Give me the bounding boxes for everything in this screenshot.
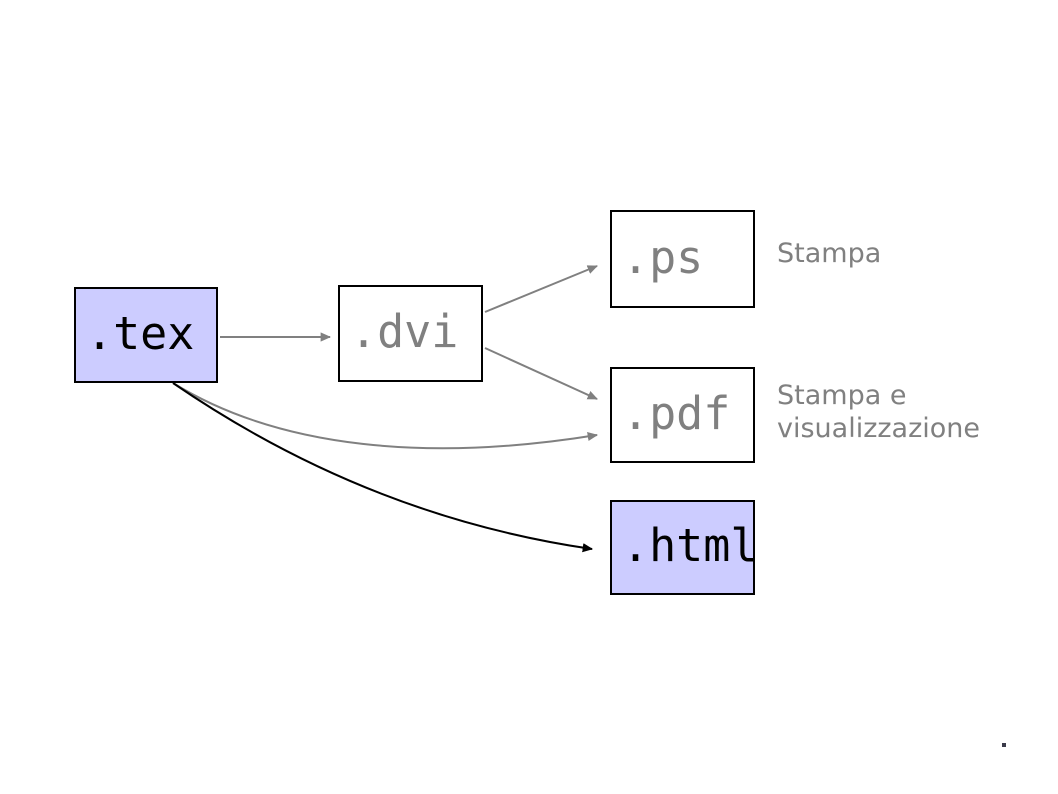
edge-dvi-to-ps [484,265,598,313]
node-html-label: .html [622,519,758,572]
node-tex-label: .tex [86,306,195,360]
node-html[interactable]: .html [610,500,758,595]
edge-dvi-to-pdf [484,347,598,400]
node-tex[interactable]: .tex [74,287,218,383]
annotation-ps: Stampa [777,238,882,269]
node-ps-label: .ps [622,230,704,284]
edge-tex-to-html [172,382,594,553]
node-dvi[interactable]: .dvi [338,285,483,382]
node-ps[interactable]: .ps [610,210,755,308]
node-pdf[interactable]: .pdf [610,367,755,463]
node-pdf-label: .pdf [622,386,731,440]
annotation-pdf: Stampa e visualizzazione [777,380,981,444]
corner-dot-mark [1002,743,1006,747]
edge-tex-to-pdf [172,382,599,450]
node-dvi-label: .dvi [350,305,459,358]
